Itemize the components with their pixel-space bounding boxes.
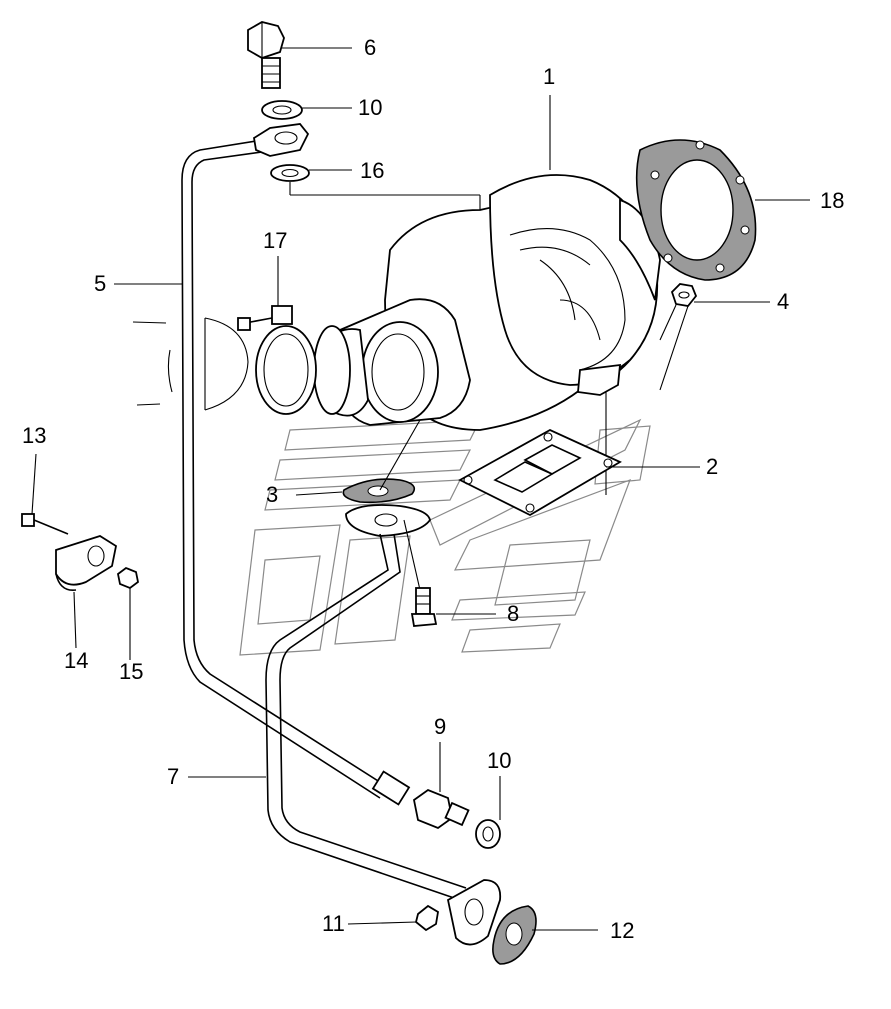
mounting-gasket [458, 428, 622, 517]
compressor-outlet [313, 298, 471, 426]
callout-label-7: 7 [167, 764, 179, 789]
washer-lower [270, 164, 310, 182]
leader-lines [31, 47, 810, 931]
callout-label-17: 17 [263, 228, 287, 253]
clip-bolt [21, 513, 69, 535]
oil-return-flange [345, 504, 431, 537]
callout-label-11: 11 [322, 911, 345, 936]
pipe-clip [55, 535, 118, 591]
callout-label-12: 12 [610, 918, 634, 943]
callout-label-9: 9 [434, 714, 446, 739]
callout-label-4: 4 [777, 289, 789, 314]
callout-label-13: 13 [22, 423, 46, 448]
adapter-fitting [413, 788, 470, 830]
flange-gasket-bottom [492, 905, 537, 965]
hose-clamp [237, 305, 317, 415]
callout-label-1: 1 [543, 64, 555, 89]
dashed-connection-outline [132, 317, 249, 411]
washer-top [261, 100, 303, 120]
callout-label-10-top: 10 [358, 95, 382, 120]
oil-return-pipe [265, 419, 467, 901]
callout-label-2: 2 [706, 454, 718, 479]
callout-label-14: 14 [64, 648, 88, 673]
callout-label-3: 3 [266, 482, 278, 507]
bolt [410, 587, 438, 627]
callout-label-5: 5 [94, 271, 106, 296]
washer-bottom [475, 819, 501, 849]
callout-label-15: 15 [119, 659, 143, 684]
callout-label-10-bottom: 10 [487, 748, 511, 773]
oil-return-gasket [342, 478, 416, 504]
nut [659, 283, 698, 391]
banjo-bolt [247, 21, 285, 89]
callout-labels: 1 2 3 4 5 6 7 8 9 10 10 11 12 13 14 15 1… [22, 35, 844, 943]
flange-gasket [635, 139, 757, 281]
clip-nut [117, 566, 139, 590]
return-pipe-flange [446, 879, 502, 946]
callout-label-6: 6 [364, 35, 376, 60]
callout-label-18: 18 [820, 188, 844, 213]
callout-label-16: 16 [360, 158, 384, 183]
flange-nut [414, 904, 439, 932]
oil-feed-pipe [181, 139, 411, 806]
banjo-fitting [253, 123, 310, 157]
callout-label-8: 8 [507, 601, 519, 626]
